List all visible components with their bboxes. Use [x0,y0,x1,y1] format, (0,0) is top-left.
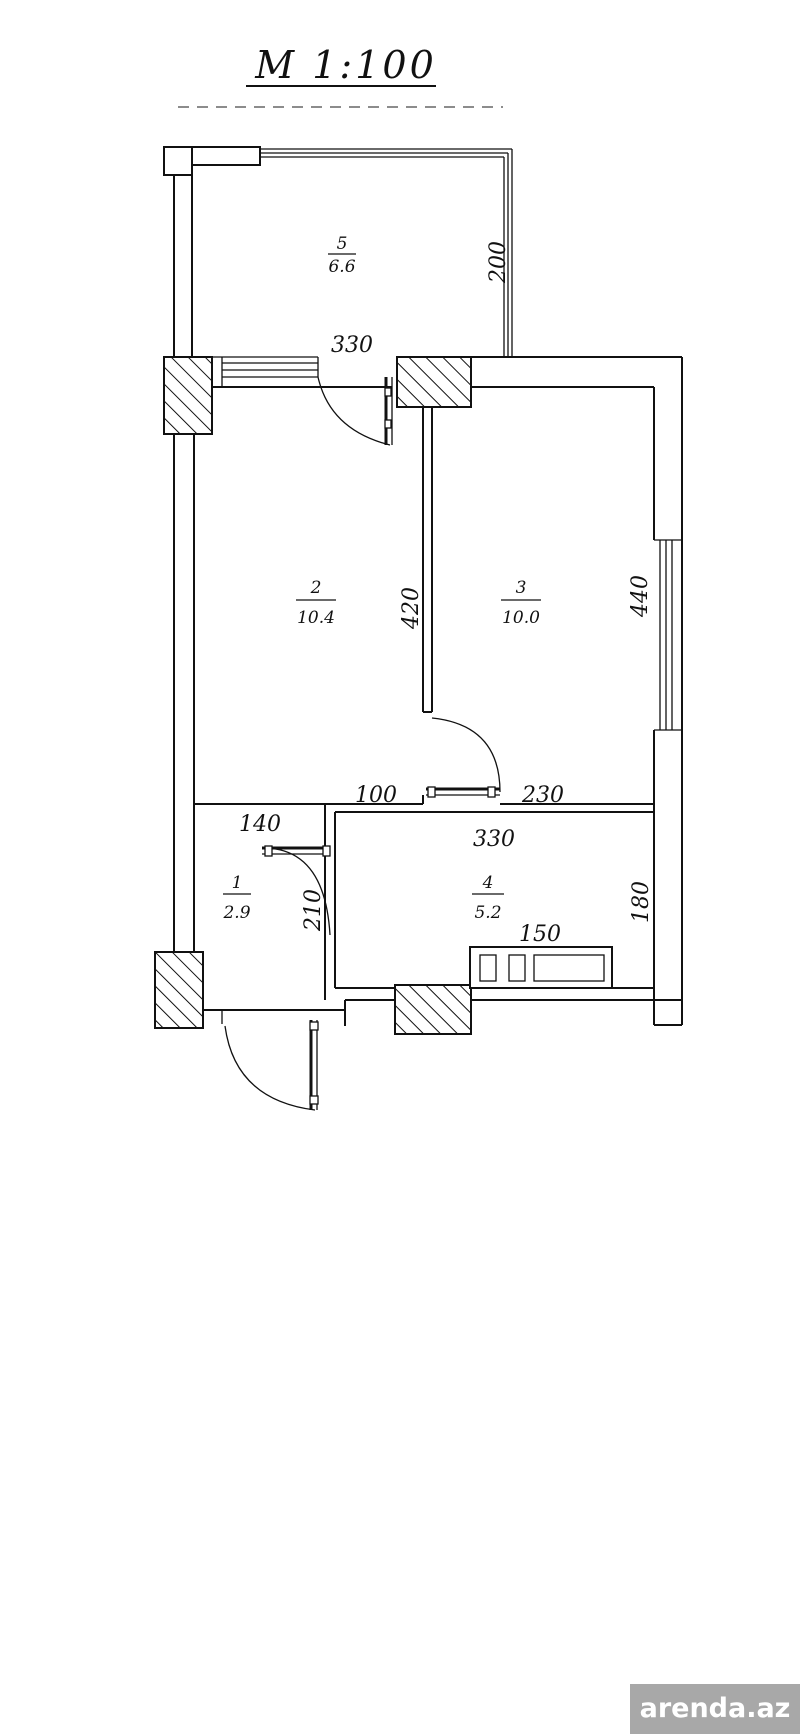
partition-2-3 [422,407,433,713]
dim-balcony-height: 200 [486,241,511,284]
dim-hall-width: 140 [239,812,281,837]
dim-balcony-width: 330 [331,333,373,358]
room-area: 5.2 [474,903,501,923]
room-area: 2.9 [222,903,250,923]
dim-kitchen-width: 330 [473,827,515,852]
outer-walls [173,356,683,1026]
room-area: 6.6 [328,257,355,277]
room-number: 2 [310,578,322,598]
hall-door [262,845,331,936]
dim-partition-100: 100 [355,783,397,808]
column-bottom-middle [394,984,472,1035]
right-window [654,539,682,731]
room-3-label: 3 10.0 [501,578,541,628]
column-bottom-left [154,951,204,1029]
room-1-label: 1 2.9 [222,873,251,923]
dim-stove-width: 150 [519,922,561,947]
room-5-label: 5 6.6 [328,234,356,277]
balcony-window [212,356,392,388]
watermark-logo: arenda.az [630,1684,800,1734]
room-2-label: 2 10.4 [296,578,336,628]
scale-label: M 1:100 [254,43,437,87]
room-4-label: 4 5.2 [472,873,504,923]
room-number: 4 [482,873,494,893]
stove [469,946,613,989]
room-area: 10.4 [297,608,335,628]
room-number: 1 [232,873,243,893]
dim-room3-width: 230 [521,783,564,808]
balcony-door [317,376,393,446]
dim-kitchen-height: 180 [629,881,654,923]
dim-room2-height: 420 [399,587,424,630]
room-number: 5 [337,234,348,254]
column-top-middle [396,356,472,408]
room-area: 10.0 [502,608,540,628]
room-number: 3 [516,578,527,598]
balcony [163,146,513,358]
entrance-door [203,1009,319,1111]
dim-hall-height: 210 [301,889,326,932]
column-top-left [163,356,213,435]
room3-door [426,717,501,798]
dim-room3-height: 440 [628,575,653,618]
